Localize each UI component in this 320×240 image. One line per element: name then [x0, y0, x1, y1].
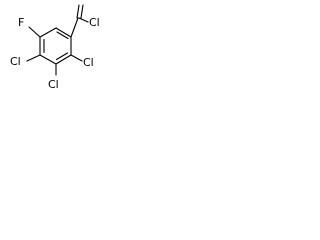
bond-carbonyl-to-cl	[78, 17, 89, 23]
chemical-structure: F Cl Cl Cl Cl	[10, 4, 100, 91]
acyl-chlorine-label: Cl	[89, 16, 100, 29]
ring-bond-c6-c1	[39, 27, 57, 38]
bond-ring-to-cl-para	[26, 54, 41, 62]
chlorine-ortho-label: Cl	[83, 56, 94, 69]
ring-double-bond-inner-2	[55, 52, 69, 61]
benzene-ring	[39, 27, 72, 65]
bond-ring-to-carbonyl	[70, 17, 79, 38]
acyl-chloride-group	[70, 4, 89, 38]
ring-bond-c3-c4	[55, 54, 72, 65]
ring-bond-c1-c2	[55, 27, 72, 38]
bond-ring-to-cl-ortho	[70, 54, 83, 62]
chlorine-para-label: Cl	[10, 55, 21, 68]
ring-double-bond-inner-1	[56, 31, 69, 40]
bond-ring-to-fluorine	[28, 26, 41, 38]
ring-bond-c4-c5	[39, 54, 57, 65]
carbonyl-double-bond-1	[76, 4, 80, 19]
carbonyl-double-bond-2	[80, 4, 84, 19]
fluorine-label: F	[18, 16, 24, 29]
chlorine-meta-label: Cl	[48, 78, 59, 91]
